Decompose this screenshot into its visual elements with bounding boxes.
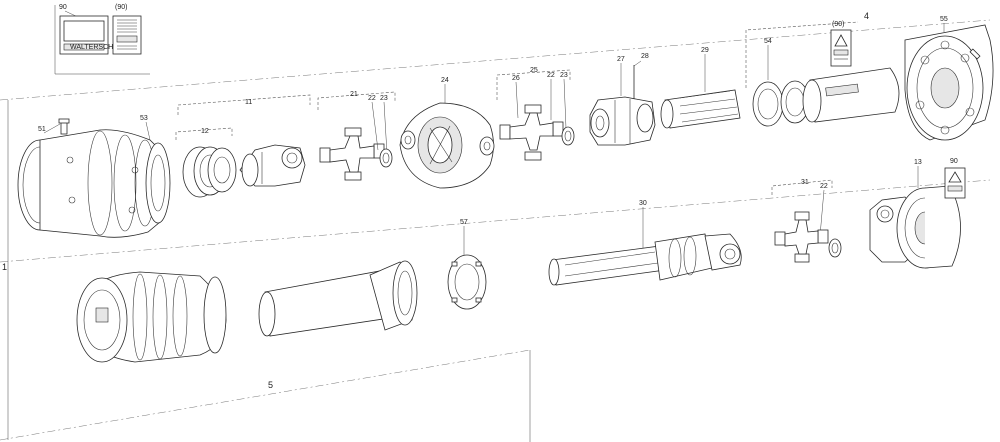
group-21-dashed-box xyxy=(317,91,396,110)
label-25: 25 xyxy=(530,67,538,74)
label-31: 31 xyxy=(801,179,809,186)
part-27-yoke xyxy=(589,96,656,146)
part-54-bearing-ring xyxy=(752,80,810,127)
part-5-guard-cone xyxy=(76,271,227,363)
part-12-bearing-ring xyxy=(182,146,237,198)
label-53: 53 xyxy=(140,115,148,122)
group-11-dashed-box xyxy=(177,94,311,115)
part-29-spline-shaft xyxy=(660,89,741,129)
part-21-cross xyxy=(319,127,385,181)
part-5-tube-bell xyxy=(369,260,418,331)
part-24-flange xyxy=(399,102,495,189)
label-90-right: 90 xyxy=(950,158,958,165)
label-90-top: 90 xyxy=(59,4,67,11)
label-30: 30 xyxy=(639,200,647,207)
label-55: 55 xyxy=(940,16,948,23)
label-1: 1 xyxy=(2,262,7,272)
part-25-cross xyxy=(499,104,564,161)
part-4-guard-tube xyxy=(802,67,900,123)
part-30-shaft-yoke xyxy=(548,233,742,286)
label-5: 5 xyxy=(268,380,273,390)
label-27: 27 xyxy=(617,56,625,63)
part-23-circlip-b xyxy=(561,126,575,146)
label-57: 57 xyxy=(460,219,468,226)
group-4-dashed-box xyxy=(745,21,859,88)
part-53-guard-cone xyxy=(17,129,171,238)
label-12: 12 xyxy=(201,128,209,135)
label-21: 21 xyxy=(350,91,358,98)
part-5-tube xyxy=(258,269,391,337)
part-11-yoke xyxy=(239,144,306,187)
part-51-screw xyxy=(58,118,70,135)
label-29: 29 xyxy=(701,47,709,54)
sticker-text: WALTERSCHEID xyxy=(70,44,125,51)
part-57-bearing-ring xyxy=(447,254,487,310)
label-23a: 23 xyxy=(380,95,388,102)
label-22b: 22 xyxy=(547,72,555,79)
label-51: 51 xyxy=(38,126,46,133)
label-24: 24 xyxy=(441,77,449,84)
part-22-circlip-c xyxy=(828,238,842,258)
label-4: 4 xyxy=(864,11,869,21)
label-90-top-paren: (90) xyxy=(115,4,127,11)
part-13-yoke-disc xyxy=(869,185,961,269)
part-23-circlip-a xyxy=(379,148,393,168)
label-22a: 22 xyxy=(368,95,376,102)
sticker-90-mid xyxy=(830,29,852,67)
sticker-90-right xyxy=(944,167,966,199)
label-13: 13 xyxy=(914,159,922,166)
part-31-cross xyxy=(774,211,829,263)
label-26: 26 xyxy=(512,75,520,82)
label-28: 28 xyxy=(641,53,649,60)
frame-lines xyxy=(0,5,991,442)
part-55-guard-bell xyxy=(904,24,994,141)
group-12-dashed-box xyxy=(175,127,233,140)
label-54: 54 xyxy=(764,38,772,45)
sticker-stripes xyxy=(116,19,138,50)
group-25-dashed-box xyxy=(496,69,571,100)
sticker-90: 90 WALTERSCHEID (90) xyxy=(59,4,142,55)
label-22c: 22 xyxy=(820,183,828,190)
label-23b: 23 xyxy=(560,72,568,79)
label-90-mid: (90) xyxy=(832,21,844,28)
label-11: 11 xyxy=(245,99,252,106)
